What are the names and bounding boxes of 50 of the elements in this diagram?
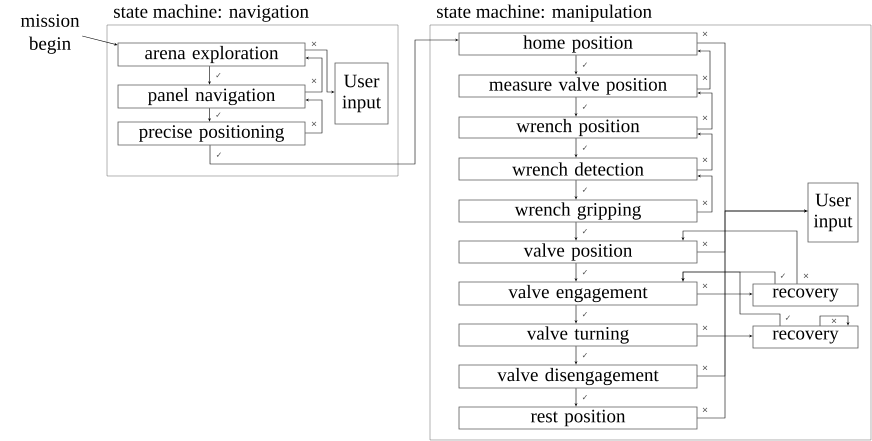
input-box: User input [808,182,858,242]
edge-label: × [701,283,709,289]
edge-label: × [701,31,709,37]
edge-label: ✓ [581,352,589,358]
state-box: valve engagement [458,282,698,306]
edge-label: ✓ [214,72,222,78]
state-box: wrench detection [458,158,698,180]
state-box: valve disengagement [458,364,698,388]
edge-label: × [701,75,709,81]
edge-label: ✓ [581,145,589,151]
edge-label: ✓ [215,152,223,158]
state-box: rest position [458,406,698,430]
state-box: panel navigation [118,84,306,108]
edge-label: × [310,121,318,127]
arrow [820,316,850,326]
node-label: state machine: manipulation [436,4,652,22]
node-label: state machine: navigation [114,4,309,22]
edge-label: ✓ [581,104,589,110]
edge-label: ✓ [581,187,589,193]
edge-label: ✓ [214,112,222,118]
edge-label: ✓ [581,394,589,400]
state-box: precise positioning [118,122,306,146]
state-box: arena exploration [118,42,306,66]
edge-label: × [701,200,709,206]
state-box: wrench position [458,116,698,138]
input-box: User input [334,62,388,124]
edge-label: ✓ [581,228,589,234]
edge-label: ✓ [779,273,787,279]
state-box: valve turning [458,324,698,346]
edge-label: × [701,157,709,163]
edge-label: ✓ [784,315,792,321]
edge-label: × [701,365,709,371]
edge-label: × [310,41,318,47]
state-box: recovery [752,326,858,348]
edge-label: ✓ [581,312,589,318]
edge-label: ✓ [581,62,589,68]
state-box: recovery [752,284,858,306]
state-box: measure valve position [458,74,698,98]
edge-label: × [701,115,709,121]
edge-label: ✓ [581,270,589,276]
edge-label: × [802,273,810,279]
start-label: mission begin [20,14,80,54]
edge-label: × [830,318,838,324]
state-box: home position [458,32,698,56]
state-box: wrench gripping [458,200,698,222]
edge-label: × [701,241,709,247]
edge-label: × [701,407,709,413]
edge-label: × [310,78,318,84]
state-box: valve position [458,240,698,264]
edge-label: × [701,325,709,331]
